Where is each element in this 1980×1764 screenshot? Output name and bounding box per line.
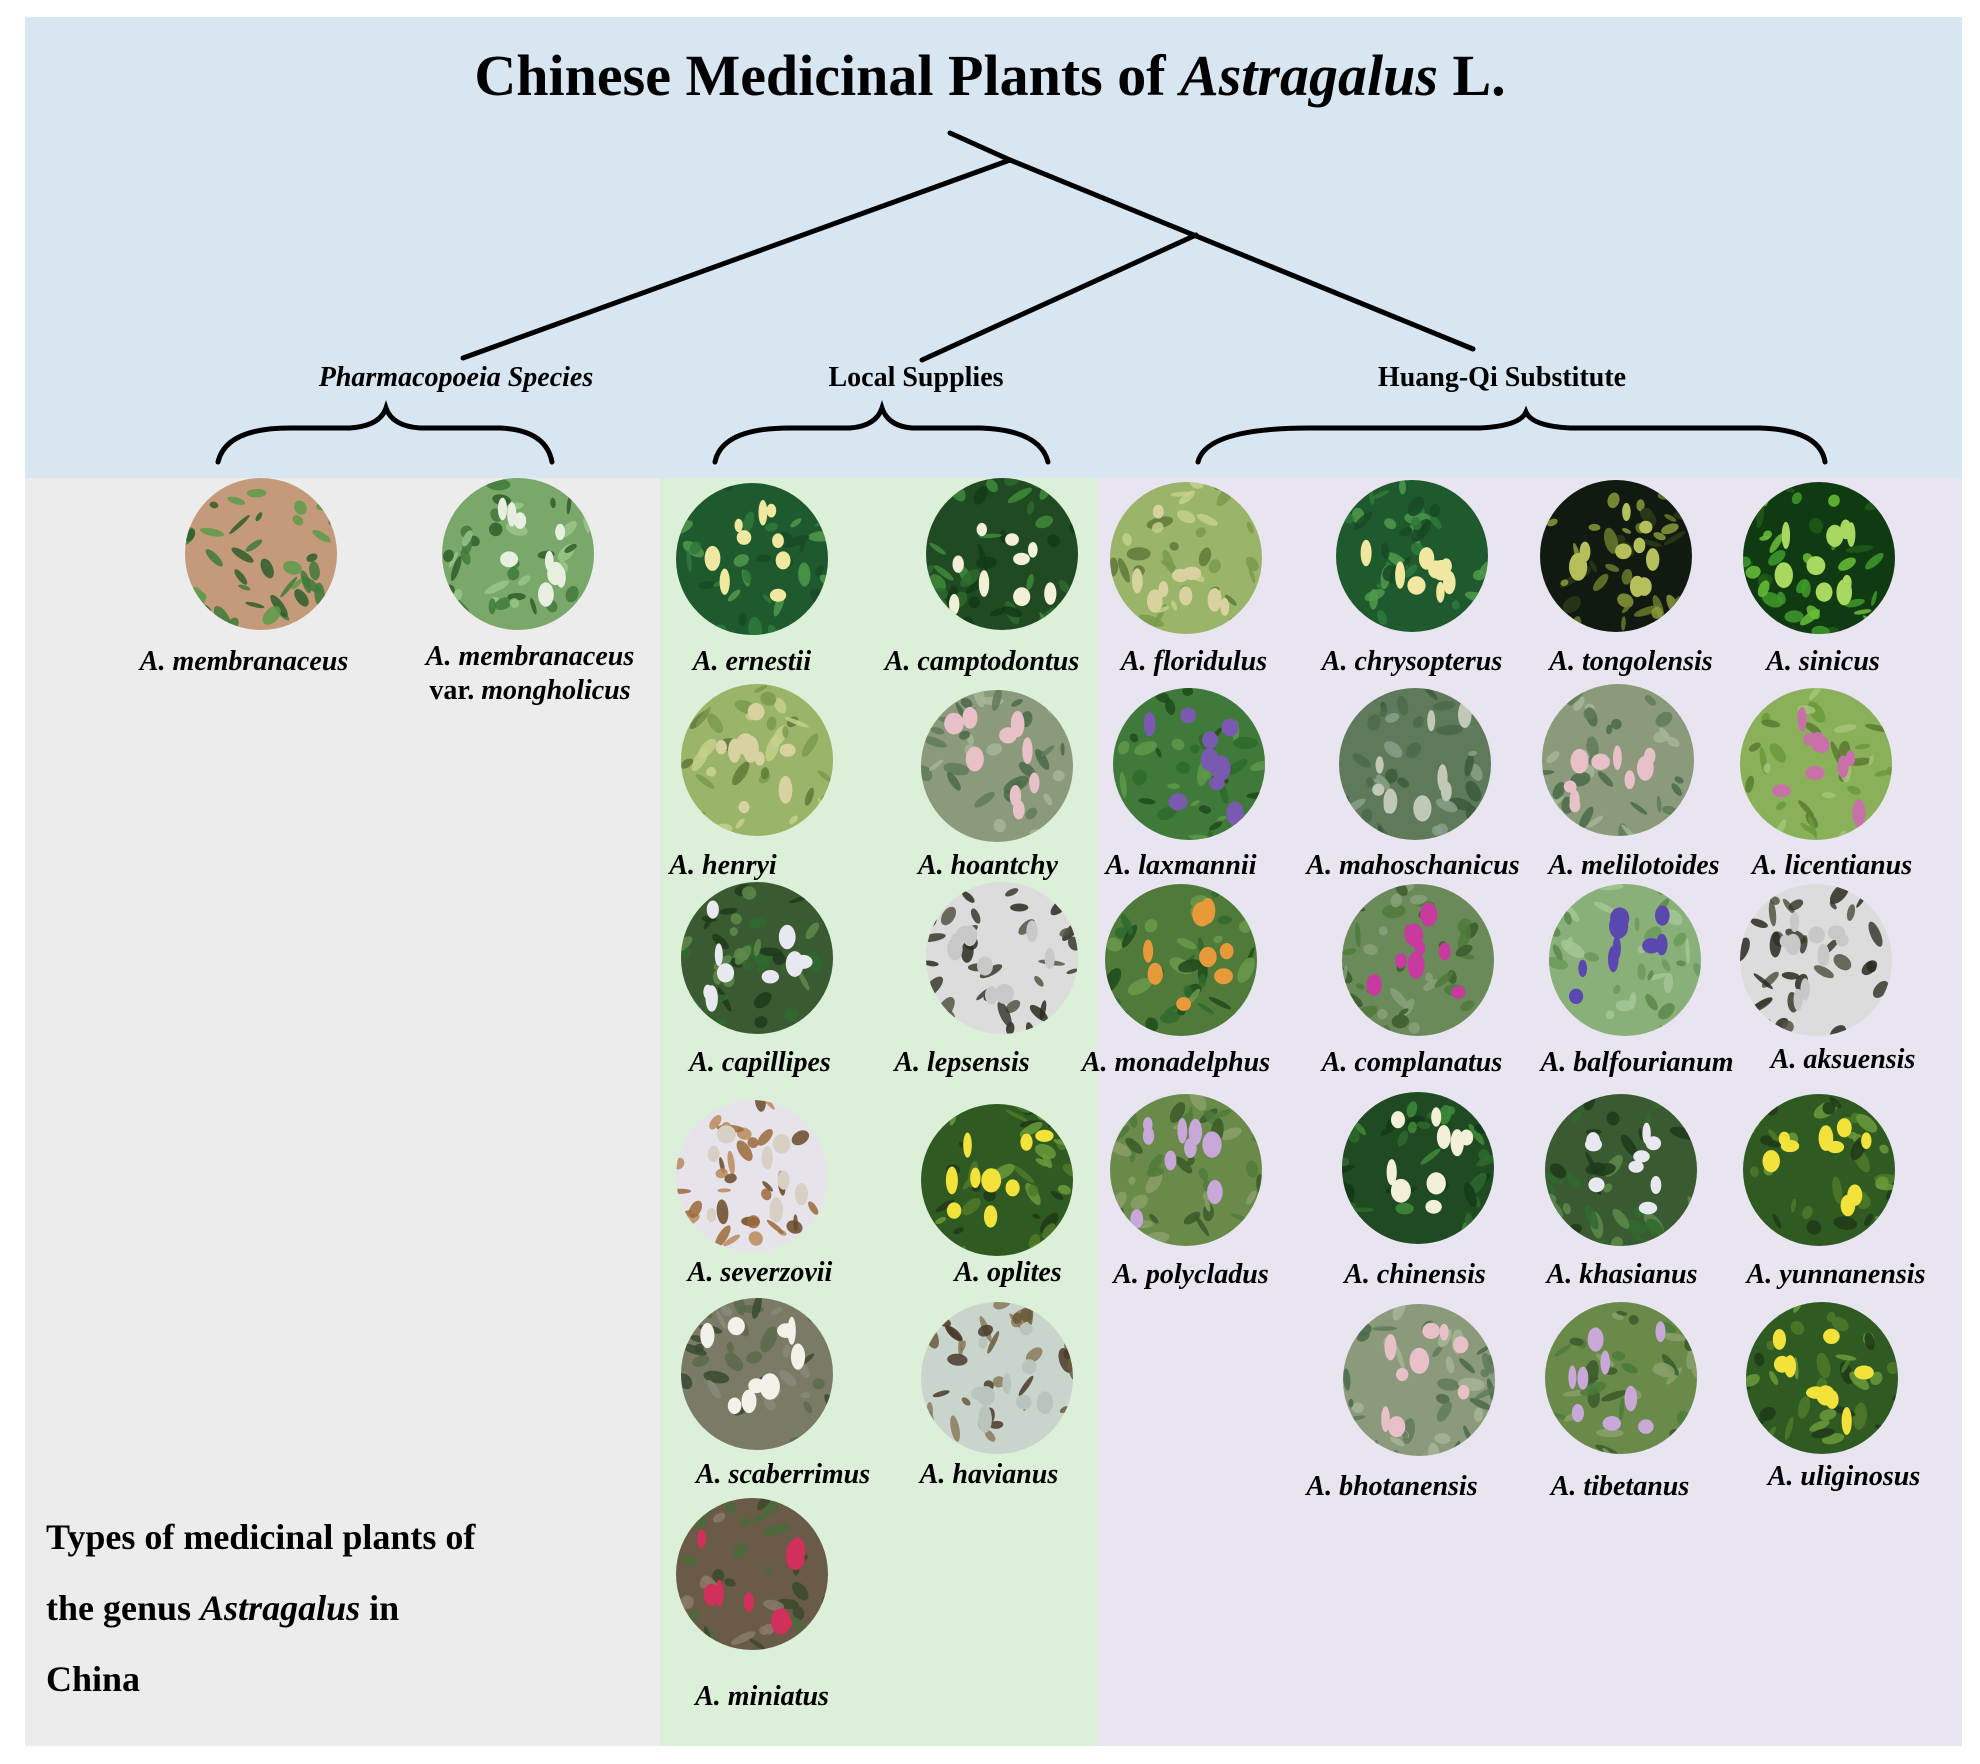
plant-photo bbox=[1105, 884, 1257, 1036]
species-name: A. oplites bbox=[954, 1257, 1062, 1288]
species-name: A. membranaceus bbox=[139, 646, 349, 677]
species-name: A. sinicus bbox=[1766, 646, 1880, 677]
species-name: A. monadelphus bbox=[1081, 1047, 1271, 1078]
plant-photo bbox=[681, 684, 833, 836]
plant-photo bbox=[921, 690, 1073, 842]
species-name: A. henryi bbox=[669, 850, 777, 881]
plant-photo bbox=[676, 1100, 828, 1252]
species-name: A. tongolensis bbox=[1549, 646, 1713, 677]
species-name: A. camptodontus bbox=[884, 646, 1080, 677]
category-label-local-supplies: Local Supplies bbox=[828, 362, 1004, 393]
species-name: A. floridulus bbox=[1120, 646, 1268, 677]
tree-branch-pharmacopoeia bbox=[460, 157, 1013, 361]
species-name: A. ernestii bbox=[692, 646, 812, 677]
species-name: A. aksuensis bbox=[1770, 1044, 1916, 1075]
species-name: A. scaberrimus bbox=[695, 1459, 871, 1490]
species-name: A. yunnanensis bbox=[1746, 1259, 1926, 1290]
caption-line-3: China bbox=[46, 1659, 141, 1699]
plant-photo bbox=[1549, 884, 1701, 1036]
pharmacopoeia-panel bbox=[25, 478, 660, 1746]
caption-line-2: the genus Astragalus in bbox=[46, 1588, 400, 1628]
species-name: A. melilotoides bbox=[1548, 850, 1720, 881]
plant-photo bbox=[681, 1298, 833, 1450]
species-name: A. miniatus bbox=[695, 1681, 829, 1712]
category-label-pharmacopoeia: Pharmacopoeia Species bbox=[318, 362, 594, 393]
plant-photo bbox=[1740, 688, 1892, 840]
species-name: A. laxmannii bbox=[1105, 850, 1257, 881]
species-name: A. havianus bbox=[919, 1459, 1059, 1490]
plant-photo bbox=[1113, 688, 1265, 840]
brace-local bbox=[712, 400, 1051, 465]
plant-photo bbox=[676, 483, 828, 635]
plant-photo bbox=[1342, 1092, 1494, 1244]
plant-photo bbox=[1342, 884, 1494, 1036]
plant-photo bbox=[681, 882, 833, 1034]
plant-photo bbox=[1545, 1302, 1697, 1454]
plant-photo bbox=[1343, 1304, 1495, 1456]
species-name: A. chrysopterus bbox=[1321, 646, 1503, 677]
species-name: A. bhotanensis bbox=[1306, 1471, 1478, 1502]
caption-line-1: Types of medicinal plants of bbox=[46, 1517, 476, 1557]
brace-pharmacopoeia bbox=[215, 400, 555, 465]
plant-photo bbox=[1542, 684, 1694, 836]
species-name: A. complanatus bbox=[1321, 1047, 1503, 1078]
tree-branch-right bbox=[1007, 157, 1476, 352]
plant-photo bbox=[676, 1498, 828, 1650]
species-name: A. balfourianum bbox=[1540, 1047, 1734, 1078]
plant-photo bbox=[926, 882, 1078, 1034]
plant-photo bbox=[1740, 884, 1892, 1036]
plant-photo bbox=[921, 1104, 1073, 1256]
plant-photo bbox=[926, 478, 1078, 630]
category-label-huangqi-substitute: Huang-Qi Substitute bbox=[1377, 362, 1627, 393]
plant-photo bbox=[1746, 1302, 1898, 1454]
species-name: A. uliginosus bbox=[1767, 1461, 1921, 1492]
species-name: A. hoantchy bbox=[917, 850, 1059, 881]
plant-photo bbox=[1540, 480, 1692, 632]
plant-photo bbox=[1339, 688, 1491, 840]
plant-photo bbox=[1110, 482, 1262, 634]
tree-branch-local bbox=[919, 232, 1199, 363]
species-name: A. mahoschanicus bbox=[1306, 850, 1520, 881]
plant-photo bbox=[1336, 480, 1488, 632]
plant-photo bbox=[921, 1302, 1073, 1454]
brace-substitute bbox=[1195, 405, 1828, 465]
plant-photo bbox=[442, 478, 594, 630]
figure-caption: Types of medicinal plants of the genus A… bbox=[46, 1502, 566, 1715]
species-name: A. tibetanus bbox=[1550, 1471, 1690, 1502]
plant-photo bbox=[1545, 1094, 1697, 1246]
plant-photo bbox=[1743, 482, 1895, 634]
header-panel bbox=[25, 17, 1962, 478]
species-name: A. lepsensis bbox=[894, 1047, 1030, 1078]
species-name: A. chinensis bbox=[1344, 1259, 1486, 1290]
plant-photo bbox=[1743, 1094, 1895, 1246]
tree-root-stem bbox=[947, 130, 1013, 163]
species-name: A. khasianus bbox=[1546, 1259, 1698, 1290]
species-name: A. polycladus bbox=[1113, 1259, 1269, 1290]
plant-photo bbox=[185, 478, 337, 630]
plant-photo bbox=[1110, 1094, 1262, 1246]
page-title: Chinese Medicinal Plants of Astragalus L… bbox=[474, 43, 1506, 108]
species-name: A. licentianus bbox=[1751, 850, 1913, 881]
species-name: A. capillipes bbox=[689, 1047, 831, 1078]
species-name: A. severzovii bbox=[687, 1257, 833, 1288]
